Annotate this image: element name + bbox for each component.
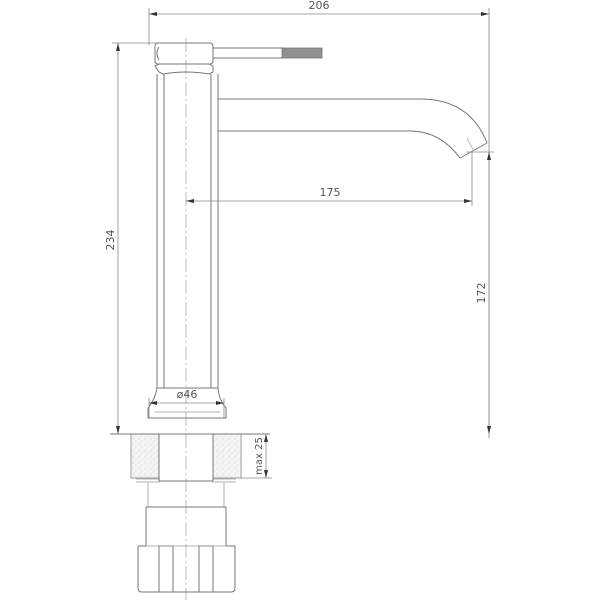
lever-handle [154, 42, 323, 65]
spout [218, 98, 488, 159]
dimension-overall-width: 206 [148, 0, 490, 438]
dimension-overall-height: 234 [104, 42, 158, 434]
label-overall-width: 206 [309, 0, 330, 12]
faucet-body [147, 74, 227, 419]
mounting-nut [137, 483, 236, 593]
label-max-thickness: max 25 [254, 437, 265, 475]
knurled-grip-icon [281, 47, 323, 59]
label-overall-height: 234 [104, 230, 117, 251]
dimension-max-thickness: max 25 [241, 434, 272, 479]
label-body-diameter: ø46 [177, 388, 198, 401]
label-outlet-height: 172 [475, 283, 488, 304]
dimension-spout-reach: 175 [186, 152, 473, 206]
hex-collar [154, 63, 214, 75]
mounting-shank [136, 434, 236, 483]
dimension-outlet-height: 172 [466, 151, 494, 434]
label-spout-reach: 175 [320, 186, 341, 199]
dimension-body-diameter: ø46 [148, 388, 225, 418]
countertop-section [110, 433, 270, 479]
